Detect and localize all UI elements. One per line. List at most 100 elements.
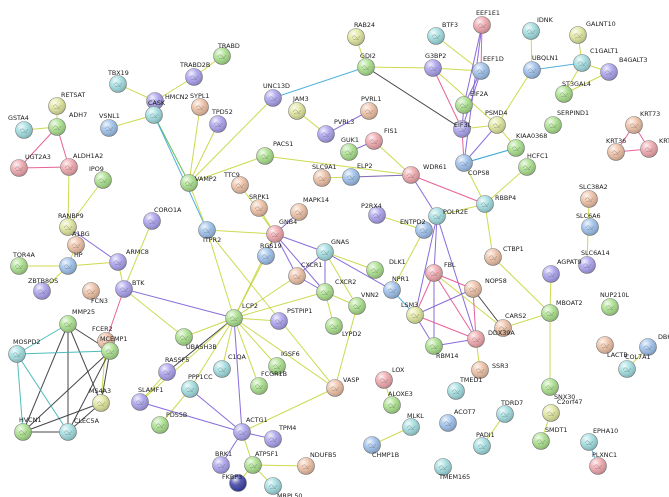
node-sypl1[interactable]: SYPL1 xyxy=(190,92,209,116)
node-trabd2b[interactable]: TRABD2B xyxy=(179,61,210,86)
node-plxnc1[interactable]: PLXNC1 xyxy=(589,451,618,475)
node-trabd[interactable]: TRABD xyxy=(213,42,240,65)
node-jam3[interactable]: JAM3 xyxy=(288,95,309,120)
node-eif3l[interactable]: EIF3L xyxy=(453,120,472,138)
node-padi1[interactable]: PADI1 xyxy=(473,431,495,455)
node-adh7[interactable]: ADH7 xyxy=(48,111,88,136)
node-hcfc1[interactable]: HCFC1 xyxy=(518,152,549,176)
node-ipo9[interactable]: IPO9 xyxy=(89,165,112,189)
node-ppp1cc[interactable]: PPP1CC xyxy=(181,373,214,398)
node-hvcn1[interactable]: HVCN1 xyxy=(14,416,42,441)
node-gnb4[interactable]: GNB4 xyxy=(266,218,298,243)
node-btf3[interactable]: BTF3 xyxy=(427,21,459,45)
node-serpind1[interactable]: SERPIND1 xyxy=(544,109,590,134)
node-vsnl1[interactable]: VSNL1 xyxy=(99,112,120,137)
node-b4galt3[interactable]: B4GALT3 xyxy=(600,56,648,81)
node-c2orf47[interactable]: C2orf47 xyxy=(542,398,583,422)
node-mlkl[interactable]: MLKL xyxy=(402,412,425,436)
node-cxcr1[interactable]: CXCR1 xyxy=(288,261,323,285)
node-vasp[interactable]: VASP xyxy=(326,376,360,397)
node-ubash3b[interactable]: UBASH3B xyxy=(175,328,217,352)
node-clec5a[interactable]: CLEC5A xyxy=(59,417,100,441)
node-polr2e[interactable]: POLR2E xyxy=(428,207,469,225)
node-krt73[interactable]: KRT73 xyxy=(625,110,661,134)
node-ttc9[interactable]: TTC9 xyxy=(223,171,249,194)
node-fcn3[interactable]: FCN3 xyxy=(82,282,109,306)
node-entpd2[interactable]: ENTPD2 xyxy=(400,218,433,239)
node-elp2[interactable]: ELP2 xyxy=(342,162,373,186)
node-mmp25[interactable]: MMP25 xyxy=(59,308,96,333)
node-rbbp4[interactable]: RBBP4 xyxy=(476,194,517,213)
node-col7a1[interactable]: COL7A1 xyxy=(618,353,651,378)
node-hp[interactable]: HP xyxy=(59,251,83,275)
node-ubqln1[interactable]: UBQLN1 xyxy=(523,54,559,79)
node-guk1[interactable]: GUK1 xyxy=(340,136,359,161)
node-snx30[interactable]: SNX30 xyxy=(541,378,576,402)
node-a1bg[interactable]: A1BG xyxy=(67,230,90,254)
node-tpm4[interactable]: TPM4 xyxy=(264,424,297,448)
node-chmp1b[interactable]: CHMP1B xyxy=(363,436,400,460)
node-galnt10[interactable]: GALNT10 xyxy=(569,20,616,44)
node-krt36[interactable]: KRT36 xyxy=(606,137,626,161)
node-atp5f1[interactable]: ATP5F1 xyxy=(244,450,279,474)
node-ms4a3[interactable]: MS4A3 xyxy=(89,387,111,412)
node-lactb[interactable]: LACTB xyxy=(596,336,628,360)
node-fis1[interactable]: FIS1 xyxy=(365,127,398,150)
node-zbtb8os[interactable]: ZBTB8OS xyxy=(28,277,58,300)
node-ctbp1[interactable]: CTBP1 xyxy=(484,245,524,266)
node-c1galt1[interactable]: C1GALT1 xyxy=(573,47,619,72)
node-smdt1[interactable]: SMDT1 xyxy=(532,426,568,450)
node-brk1[interactable]: BRK1 xyxy=(212,450,233,474)
node-agpat9[interactable]: AGPAT9 xyxy=(542,258,582,283)
node-tdrd7[interactable]: TDRD7 xyxy=(496,399,524,423)
node-tmed1[interactable]: TMED1 xyxy=(447,376,483,400)
node-p2rx4[interactable]: P2RX4 xyxy=(361,202,386,224)
node-nop58[interactable]: NOP58 xyxy=(464,277,507,298)
node-st3gal4[interactable]: ST3GAL4 xyxy=(555,80,591,103)
node-srpk1[interactable]: SRPK1 xyxy=(249,193,270,217)
node-cars2[interactable]: CARS2 xyxy=(494,312,527,337)
node-itpr2[interactable]: ITPR2 xyxy=(198,221,222,245)
node-krt33a[interactable]: KRT33A xyxy=(640,137,669,158)
node-retsat[interactable]: RETSAT xyxy=(48,91,86,115)
node-lsm3[interactable]: LSM3 xyxy=(401,301,424,324)
node-slc6a6[interactable]: SLC6A6 xyxy=(576,212,601,236)
node-pacs1[interactable]: PACS1 xyxy=(256,140,294,165)
node-slc38a2[interactable]: SLC38A2 xyxy=(579,183,608,208)
node-cops8[interactable]: COPS8 xyxy=(455,154,490,178)
node-pvrl1[interactable]: PVRL1 xyxy=(360,95,382,120)
node-igsf6[interactable]: IGSF6 xyxy=(268,350,300,375)
node-mcemp1[interactable]: MCEMP1 xyxy=(100,335,127,360)
node-aldh1a2[interactable]: ALDH1A2 xyxy=(60,152,104,176)
node-slc9a1[interactable]: SLC9A1 xyxy=(312,163,337,187)
node-tbx19[interactable]: TBX19 xyxy=(107,69,129,93)
node-epha10[interactable]: EPHA10 xyxy=(580,427,619,451)
node-nup210l[interactable]: NUP210L xyxy=(600,291,630,316)
node-mospd2[interactable]: MOSPD2 xyxy=(8,338,41,363)
node-ssr3[interactable]: SSR3 xyxy=(471,361,509,379)
node-unc13d[interactable]: UNC13D xyxy=(263,82,290,107)
node-pvrl3[interactable]: PVRL3 xyxy=(317,118,355,143)
node-tmem165[interactable]: TMEM165 xyxy=(434,458,471,482)
node-lcp2[interactable]: LCP2 xyxy=(225,302,258,327)
node-gnas[interactable]: GNAS xyxy=(316,238,350,261)
node-eif2a[interactable]: EIF2A xyxy=(455,90,489,114)
node-cxcr2[interactable]: CXCR2 xyxy=(316,278,357,301)
node-lypd2[interactable]: LYPD2 xyxy=(325,317,362,339)
node-fcgr1b[interactable]: FCGR1B xyxy=(250,370,287,395)
node-actg1[interactable]: ACTG1 xyxy=(233,416,268,441)
node-fkbp3[interactable]: FKBP3 xyxy=(222,473,247,492)
node-mboat2[interactable]: MBOAT2 xyxy=(541,299,583,322)
node-c1qa[interactable]: C1QA xyxy=(213,353,247,378)
node-pds5b[interactable]: PDS5B xyxy=(151,411,188,434)
node-ddx39a[interactable]: DDX39A xyxy=(467,329,516,348)
node-btk[interactable]: BTK xyxy=(115,279,146,298)
node-lox[interactable]: LOX xyxy=(375,366,405,389)
node-fbl[interactable]: FBL xyxy=(425,261,457,282)
node-mapk14[interactable]: MAPK14 xyxy=(290,196,330,221)
node-rbm14[interactable]: RBM14 xyxy=(425,337,459,361)
node-dbh[interactable]: DBH xyxy=(639,333,669,356)
node-vamp2[interactable]: VAMP2 xyxy=(180,174,217,192)
node-tor4a[interactable]: TOR4A xyxy=(10,251,36,275)
node-aloxe3[interactable]: ALOXE3 xyxy=(383,390,413,414)
